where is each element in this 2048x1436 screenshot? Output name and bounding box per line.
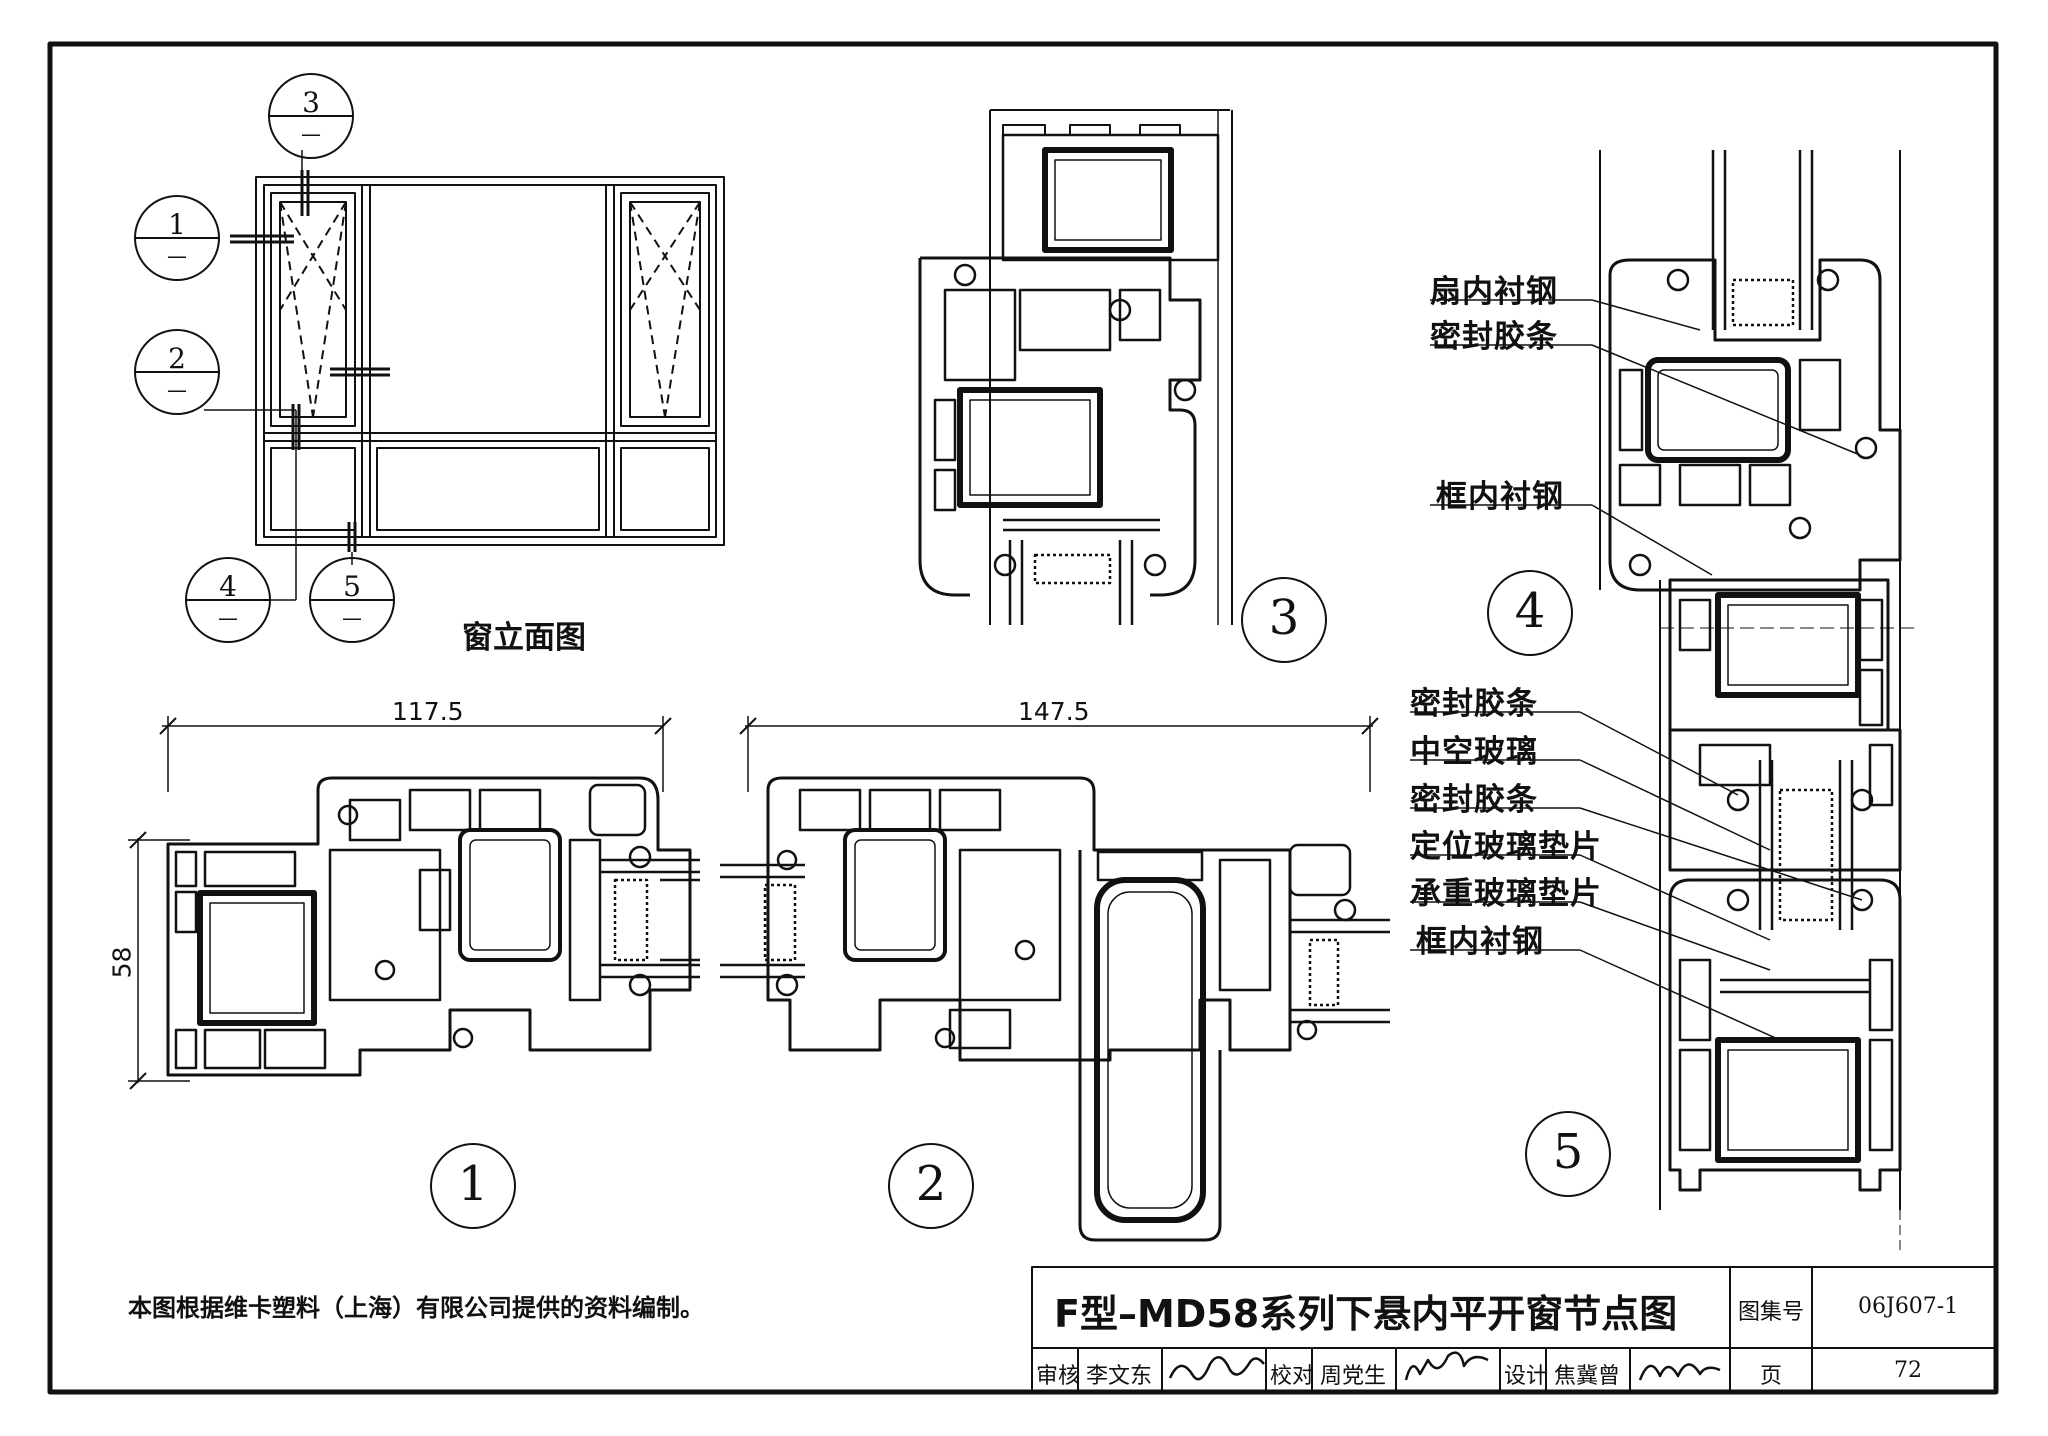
callout-seal-strip-2: 密封胶条	[1410, 686, 1538, 722]
elev-ref-4-den: —	[218, 606, 238, 630]
elev-ref-1-num: 1	[168, 208, 186, 241]
callout-sash-steel: 扇内衬钢	[1430, 274, 1558, 310]
elev-ref-3-num: 3	[302, 86, 320, 119]
callout-positioning-shim: 定位玻璃垫片	[1410, 829, 1602, 865]
elevation-ref-circles	[134, 73, 395, 643]
elev-ref-2-num: 2	[168, 342, 186, 375]
review-label: 审核	[1036, 1364, 1081, 1389]
detail-1-height-dim: 58	[107, 946, 137, 979]
detail-2-section	[720, 716, 1390, 1242]
detail-4-number: 4	[1514, 583, 1546, 639]
elev-ref-1-den: —	[167, 244, 187, 268]
design-label: 设计	[1504, 1364, 1549, 1389]
callout-leaders	[1410, 299, 1863, 1041]
designer-name: 焦冀曾	[1554, 1364, 1621, 1389]
drawing-title: F型–MD58系列下悬内平开窗节点图	[1054, 1292, 1678, 1336]
callout-insulated-glass: 中空玻璃	[1410, 734, 1538, 770]
elev-ref-3-den: —	[301, 122, 321, 146]
elev-ref-5-den: —	[342, 606, 362, 630]
reviewer-name: 李文东	[1086, 1364, 1153, 1389]
elevation-label: 窗立面图	[462, 620, 586, 656]
sheet-border	[47, 41, 1999, 1395]
elev-ref-4-num: 4	[219, 570, 237, 603]
callout-seal-strip-3: 密封胶条	[1410, 782, 1538, 818]
window-elevation	[204, 150, 725, 601]
atlas-label: 图集号	[1738, 1300, 1805, 1325]
callout-frame-steel-1: 框内衬钢	[1436, 479, 1564, 515]
check-label: 校对	[1270, 1364, 1315, 1389]
detail-1-width-dim: 117.5	[392, 697, 464, 726]
title-block-lines	[1031, 1266, 1997, 1393]
detail-2-number: 2	[915, 1156, 947, 1212]
elev-ref-5-num: 5	[343, 570, 361, 603]
checker-name: 周党生	[1320, 1364, 1387, 1389]
callout-frame-steel-2: 框内衬钢	[1416, 924, 1544, 960]
signature-marks	[1168, 1351, 1721, 1381]
source-note: 本图根据维卡塑料（上海）有限公司提供的资料编制。	[128, 1293, 704, 1322]
callout-seal-strip-1: 密封胶条	[1430, 319, 1558, 355]
detail-1-section	[128, 716, 700, 1090]
elev-ref-2-den: —	[167, 378, 187, 402]
detail-1-number: 1	[457, 1156, 489, 1212]
page-label: 页	[1760, 1364, 1783, 1389]
detail-number-circles	[430, 570, 1611, 1229]
detail-3-section	[918, 109, 1233, 625]
detail-4-5-section	[1599, 150, 1920, 1250]
detail-3-number: 3	[1268, 590, 1300, 646]
callout-bearing-shim: 承重玻璃垫片	[1410, 876, 1602, 912]
detail-2-width-dim: 147.5	[1018, 697, 1090, 726]
detail-5-number: 5	[1552, 1124, 1584, 1180]
atlas-number: 06J607-1	[1858, 1294, 1959, 1319]
page-number: 72	[1894, 1358, 1922, 1383]
